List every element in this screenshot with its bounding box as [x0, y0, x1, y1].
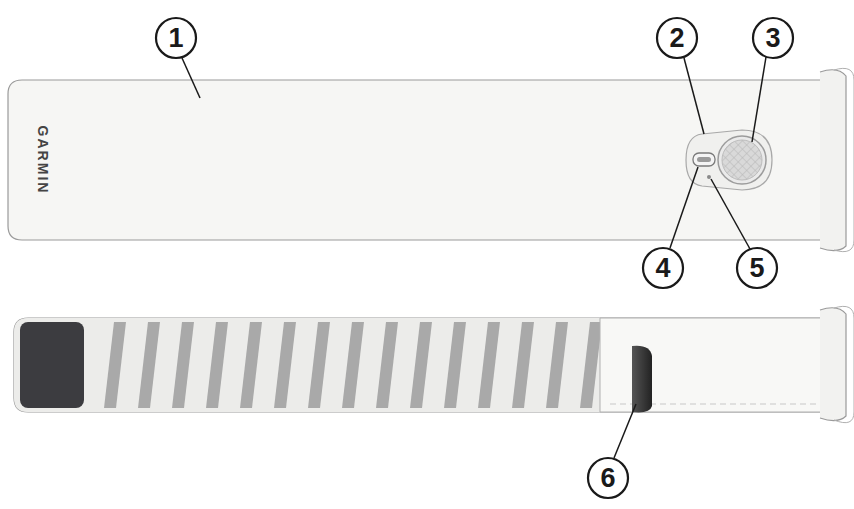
callout-number: 3: [765, 25, 780, 52]
callout-number: 4: [655, 255, 670, 282]
brand-logo: GARMIN: [36, 126, 50, 195]
callout-number: 2: [669, 25, 684, 52]
leader-lines: [182, 57, 766, 458]
strap-top: [8, 68, 854, 251]
callout-number: 1: [168, 25, 183, 52]
callout-circles: [156, 18, 793, 498]
callout-number: 6: [600, 465, 615, 492]
strap-bottom: [14, 306, 854, 422]
strap-stripes: [104, 322, 602, 408]
callout-number: 5: [749, 255, 764, 282]
